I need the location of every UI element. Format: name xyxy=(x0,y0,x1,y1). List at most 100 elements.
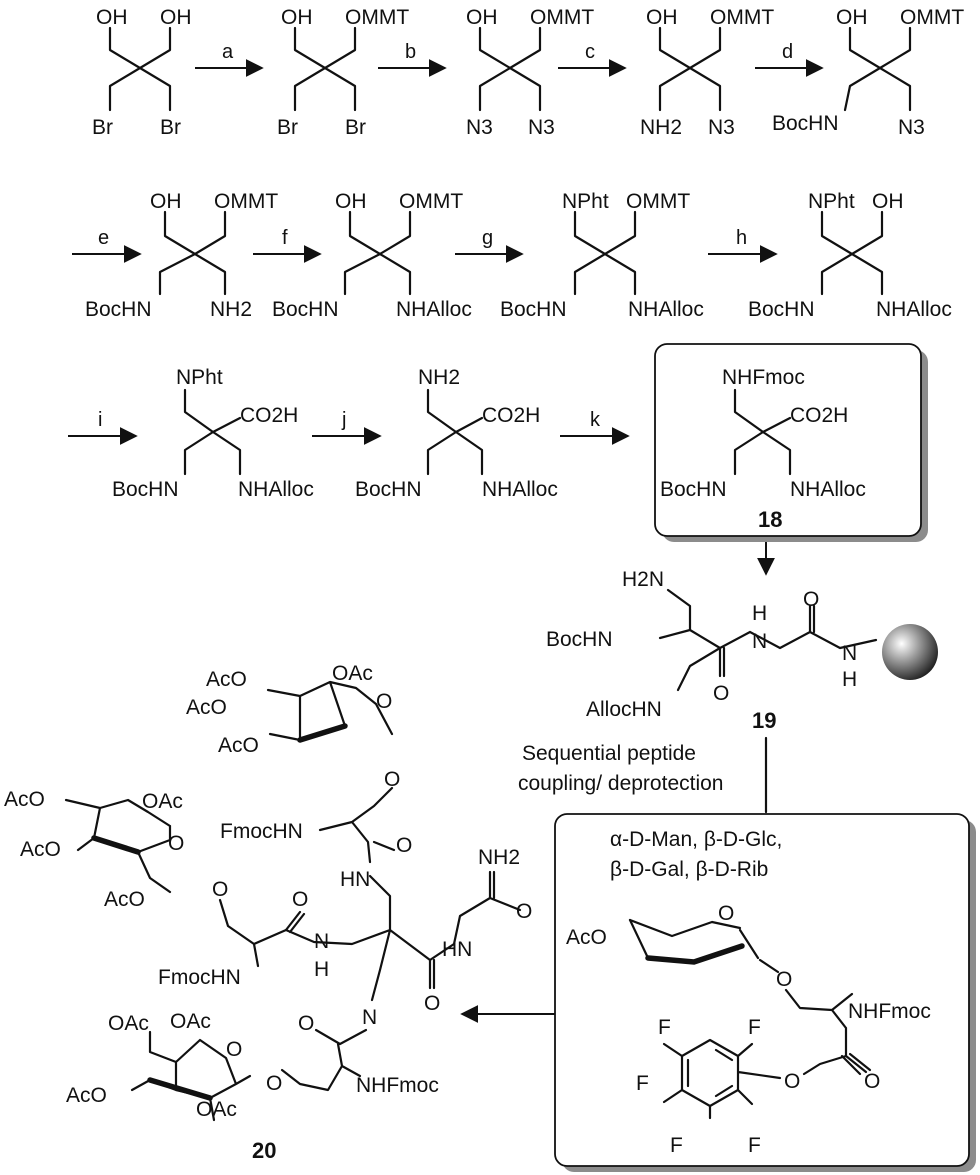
gal-aco: AcO xyxy=(66,1084,107,1107)
compound-20-number: 20 xyxy=(252,1138,276,1163)
compound-18-nhalloc: NHAlloc xyxy=(790,478,866,501)
man-oac: OAc xyxy=(332,662,373,685)
c19-resin-h: H xyxy=(842,668,857,691)
row1-c4-bl: NH2 xyxy=(640,116,682,139)
man-aco1: AcO xyxy=(206,668,247,691)
row2-c1-tr: OMMT xyxy=(214,190,278,213)
man-aco2: AcO xyxy=(186,696,227,719)
row2-c2-tl: OH xyxy=(335,190,367,213)
row2-c4-bl: BocHN xyxy=(748,298,815,321)
step-label-f: f xyxy=(282,227,288,249)
row1-c2-tl: OH xyxy=(281,6,313,29)
row2-c4-br: NHAlloc xyxy=(876,298,952,321)
row1-c2-bl: Br xyxy=(277,116,298,139)
row2-c1-bl: BocHN xyxy=(85,298,152,321)
row1-c4-tl: OH xyxy=(646,6,678,29)
row1-c3-br: N3 xyxy=(528,116,555,139)
bb-f3: F xyxy=(636,1072,649,1095)
row3-c2-bl: BocHN xyxy=(355,478,422,501)
row3-c1-acid: CO2H xyxy=(240,404,298,427)
step-label-i: i xyxy=(98,409,102,431)
row1-compound-5: OH OMMT BocHN N3 xyxy=(772,6,964,139)
row2-c3-tl: NPht xyxy=(562,190,609,213)
compound-18-acid: CO2H xyxy=(790,404,848,427)
row1-c3-bl: N3 xyxy=(466,116,493,139)
glc-link-o: O xyxy=(212,878,228,901)
c20-nh-n2: N xyxy=(362,1006,377,1029)
gal-link-o: O xyxy=(266,1072,282,1095)
compound-18-bochn: BocHN xyxy=(660,478,727,501)
row2-c3-bl: BocHN xyxy=(500,298,567,321)
c20-amide-o5: O xyxy=(298,1012,314,1035)
c20-nh-n: N xyxy=(314,930,329,953)
row2-c2-bl: BocHN xyxy=(272,298,339,321)
glc-oac: OAc xyxy=(142,790,183,813)
compound-20: AcO OAc AcO AcO O O FmocHN O HN AcO OAc … xyxy=(4,662,532,1163)
row1-c3-tr: OMMT xyxy=(530,6,594,29)
glc-aco1: AcO xyxy=(4,788,45,811)
c20-fmochn2: FmocHN xyxy=(158,966,241,989)
c19-allochn: AllocHN xyxy=(586,698,662,721)
step-label-a: a xyxy=(222,41,234,63)
row2-compound-1: OH OMMT BocHN NH2 xyxy=(85,190,278,321)
row1-c1-tr: OH xyxy=(160,6,192,29)
sugars-line2: β-D-Gal, β-D-Rib xyxy=(610,858,768,881)
c19-carbonyl-o2: O xyxy=(803,588,819,611)
c19-amide-h: H xyxy=(752,602,767,625)
step-label-j: j xyxy=(341,409,346,431)
step-label-d: d xyxy=(782,41,793,63)
c19-amine: H2N xyxy=(622,568,664,591)
bb-f4: F xyxy=(670,1134,683,1157)
row2-compound-4: NPht OH BocHN NHAlloc xyxy=(748,190,952,321)
c19-resin-n: N xyxy=(842,642,857,665)
row1-compound-1: OH OH Br Br xyxy=(92,6,192,139)
row3-compound-2: NH2 CO2H BocHN NHAlloc xyxy=(355,366,558,501)
man-link-o: O xyxy=(384,768,400,791)
c20-amide-o4: O xyxy=(516,900,532,923)
gal-oac3: OAc xyxy=(196,1098,237,1121)
row1-c1-bl: Br xyxy=(92,116,113,139)
gal-oac2: OAc xyxy=(170,1010,211,1033)
c20-hn2: HN xyxy=(442,938,472,961)
row3-c1-top: NPht xyxy=(176,366,223,389)
bb-f1: F xyxy=(658,1016,671,1039)
c19-carbonyl-o1: O xyxy=(713,682,729,705)
gal-ring-o: O xyxy=(226,1038,242,1061)
row1-c1-br: Br xyxy=(160,116,181,139)
compound-18-number: 18 xyxy=(758,507,782,532)
c19-bochn: BocHN xyxy=(546,628,613,651)
row3-c1-br: NHAlloc xyxy=(238,478,314,501)
c20-fmochn1: FmocHN xyxy=(220,820,303,843)
compound-19: H2N BocHN AllocHN N H O O N H 19 xyxy=(546,568,938,733)
bb-nhfmoc: NHFmoc xyxy=(848,1000,931,1023)
row2-c1-br: NH2 xyxy=(210,298,252,321)
c20-amide-o3: O xyxy=(424,992,440,1015)
compound-18-box: NHFmoc CO2H BocHN NHAlloc 18 xyxy=(654,343,928,542)
step-label-k: k xyxy=(590,409,601,431)
row3-c2-acid: CO2H xyxy=(482,404,540,427)
bb-aco: AcO xyxy=(566,926,607,949)
row2-c2-tr: OMMT xyxy=(399,190,463,213)
row1-compound-2: OH OMMT Br Br xyxy=(277,6,409,139)
row2-compound-3: NPht OMMT BocHN NHAlloc xyxy=(500,190,704,321)
step-label-h: h xyxy=(736,227,747,249)
c20-amide-o1: O xyxy=(396,834,412,857)
row3-compound-1: NPht CO2H BocHN NHAlloc xyxy=(112,366,314,501)
step-label-e: e xyxy=(98,227,109,249)
man-ring-o: O xyxy=(376,690,392,713)
c20-amide-o2: O xyxy=(292,888,308,911)
glc-aco2: AcO xyxy=(20,838,61,861)
c20-nhfmoc: NHFmoc xyxy=(356,1074,439,1097)
bb-ring-o: O xyxy=(718,902,734,925)
row1-compound-4: OH OMMT NH2 N3 xyxy=(640,6,774,139)
bb-glyco-o: O xyxy=(776,968,792,991)
row1-c3-tl: OH xyxy=(466,6,498,29)
row1-compound-3: OH OMMT N3 N3 xyxy=(466,6,594,139)
glc-aco3: AcO xyxy=(104,888,145,911)
bb-f2: F xyxy=(748,1016,761,1039)
gal-oac1: OAc xyxy=(108,1012,149,1035)
compound-18-nhfmoc: NHFmoc xyxy=(722,366,805,389)
row2-c1-tl: OH xyxy=(150,190,182,213)
row1-c5-tl: OH xyxy=(836,6,868,29)
